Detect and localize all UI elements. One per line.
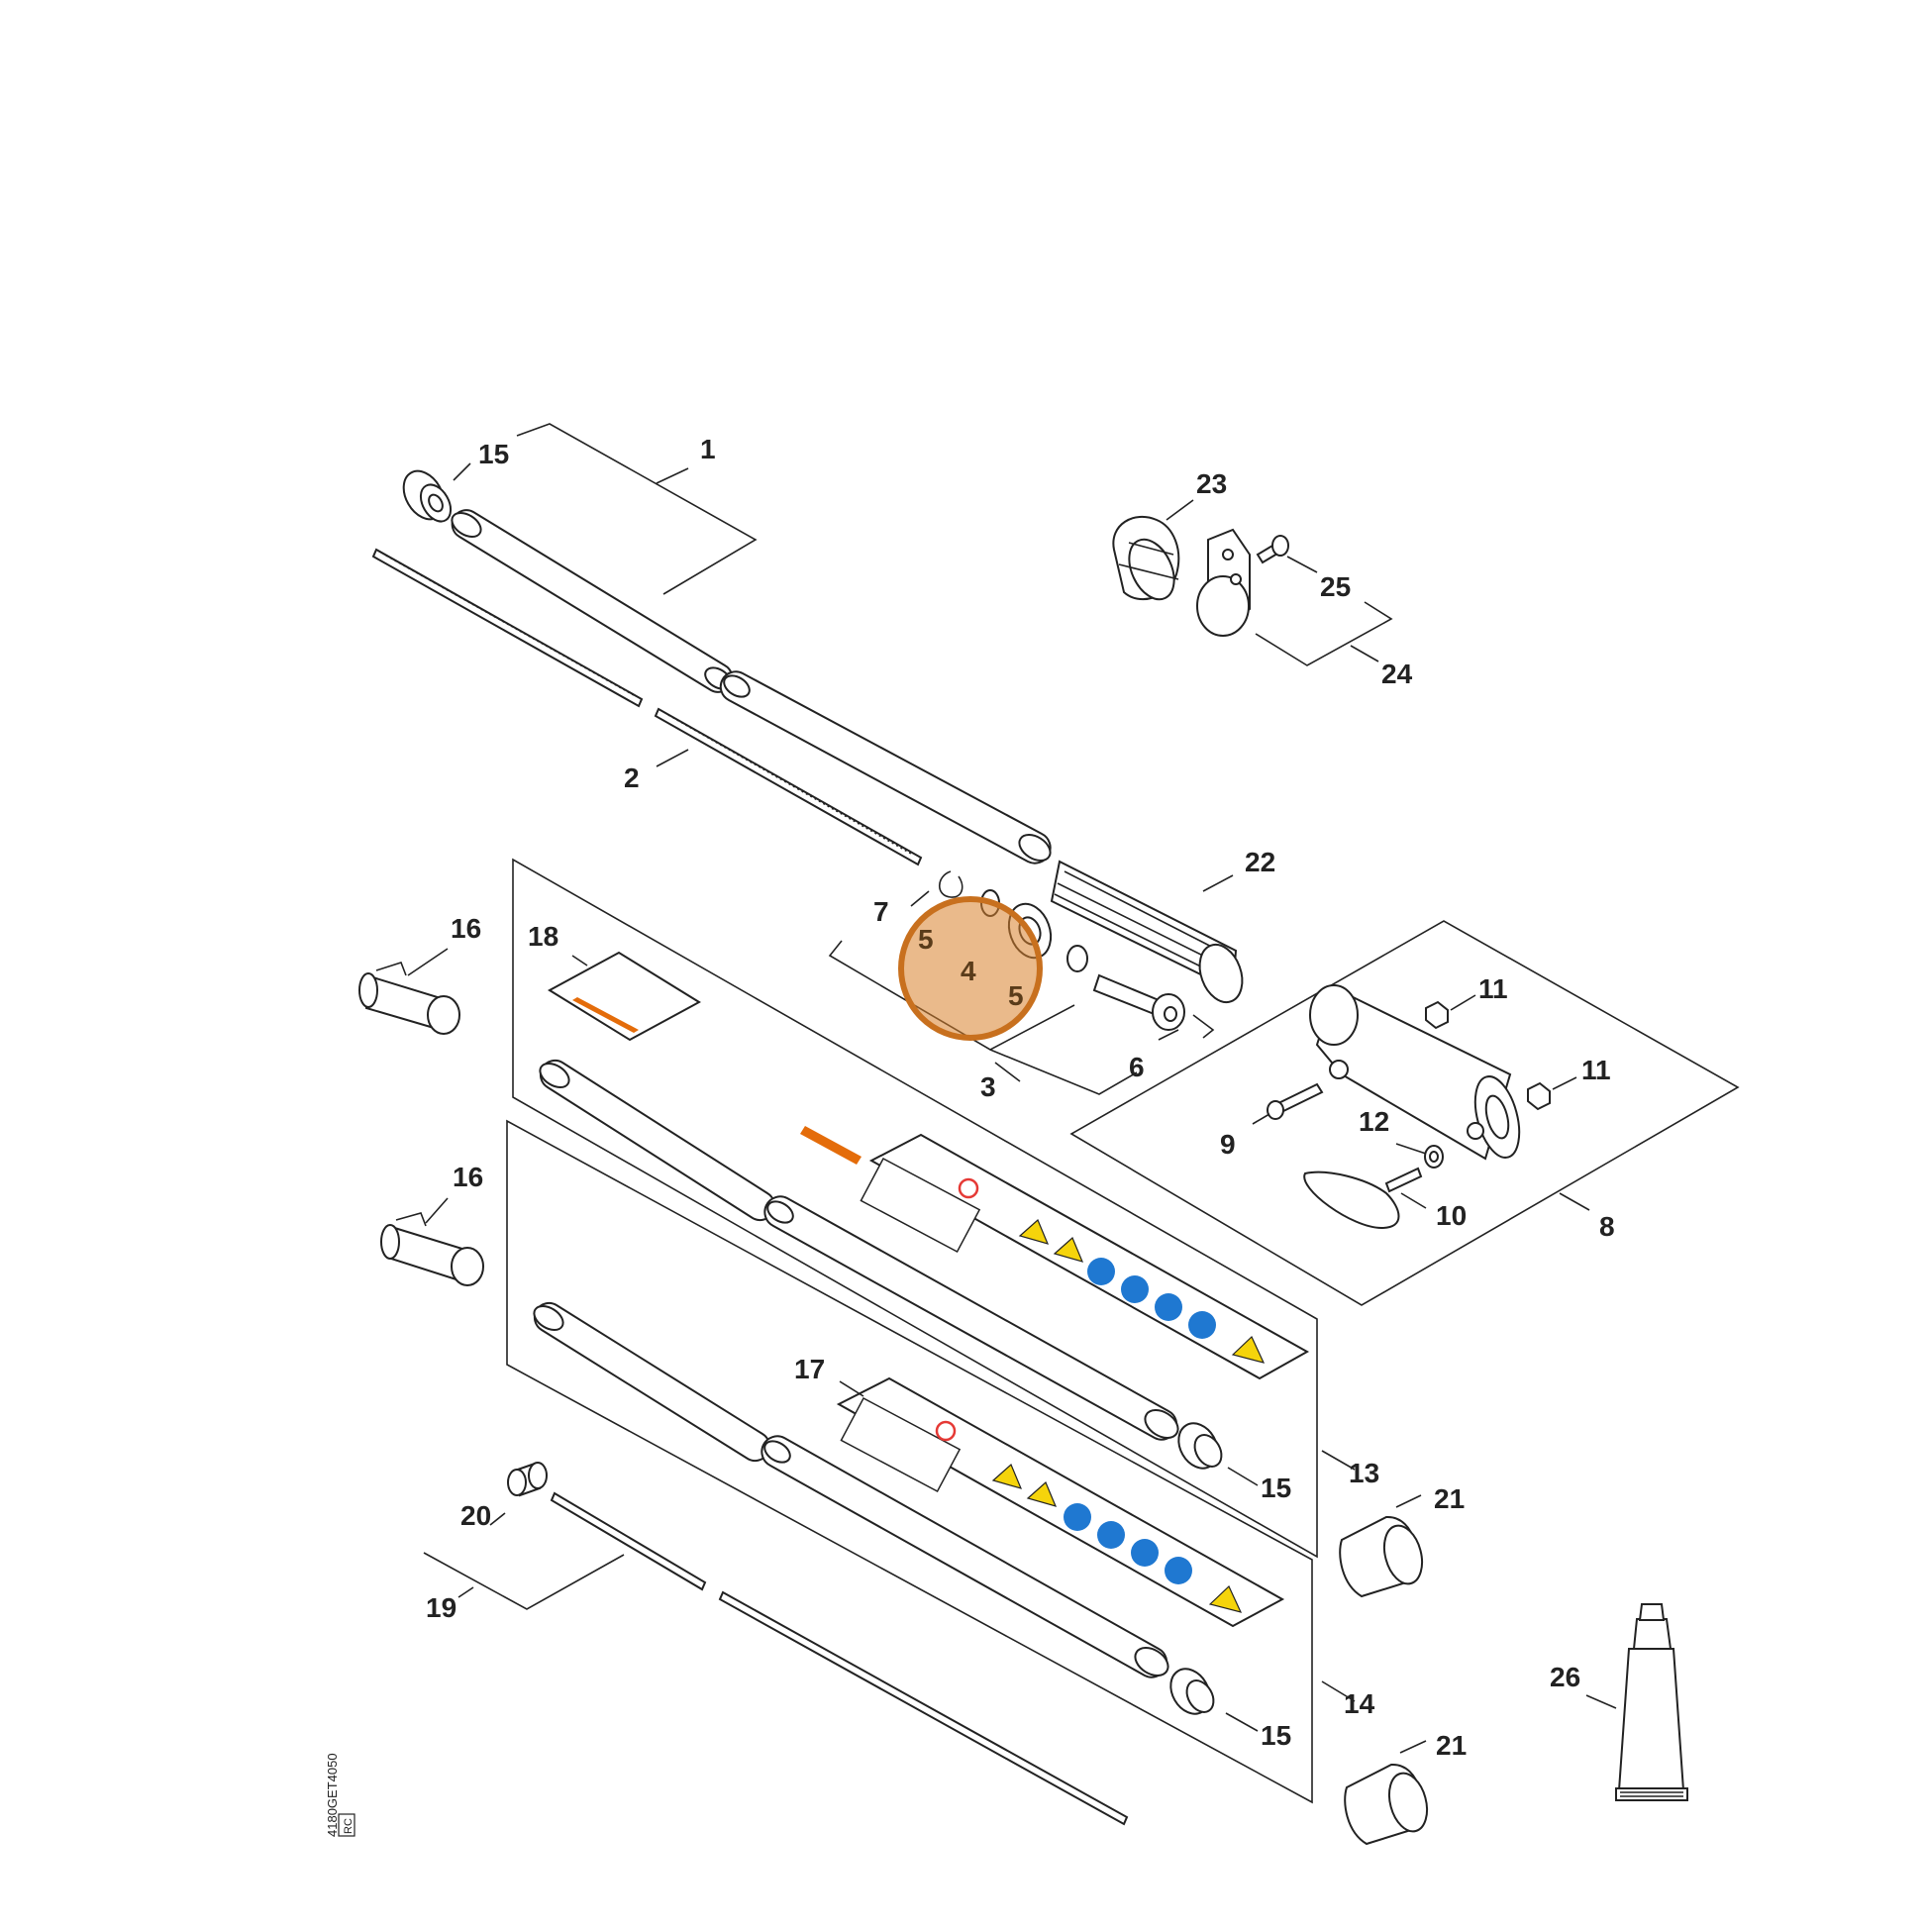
washer-part-12	[1424, 1145, 1444, 1169]
callout-8: 8	[1599, 1211, 1615, 1242]
tube-kit-frame-part-14	[506, 1119, 1313, 1804]
shaft-part-6	[1092, 973, 1215, 1039]
leader-lines-clamp	[1166, 499, 1393, 666]
callout-26: 26	[1550, 1662, 1580, 1692]
cap-part-16-top	[358, 962, 460, 1035]
label-part-18	[548, 951, 701, 1042]
callout-16a: 16	[451, 913, 481, 944]
nut-part-11	[1425, 1000, 1551, 1111]
callout-14: 14	[1344, 1688, 1375, 1719]
cap-part-16-bottom	[380, 1212, 484, 1286]
callout-21a: 21	[1434, 1483, 1465, 1514]
callout-20: 20	[460, 1500, 491, 1531]
screw-part-25	[1256, 535, 1289, 564]
grease-tube-part-26	[1615, 1603, 1688, 1801]
handle-part-8	[1309, 984, 1521, 1161]
handle-kit-frame-part-8	[1069, 920, 1740, 1306]
callout-17: 17	[794, 1354, 825, 1384]
callout-22: 22	[1245, 847, 1275, 877]
leader-lines-top	[453, 423, 758, 767]
cap-part-21-lower	[1344, 1763, 1429, 1846]
sleeve-part-20	[507, 1462, 548, 1497]
tube-kit-frame-part-13	[512, 858, 1318, 1559]
callout-5a: 5	[918, 924, 934, 955]
bushing-part-15-top	[402, 469, 453, 523]
callout-1: 1	[700, 434, 716, 464]
drive-shaft-part-19	[550, 1491, 1129, 1826]
callout-11b: 11	[1581, 1055, 1611, 1085]
callout-16b: 16	[453, 1162, 483, 1192]
callout-7: 7	[873, 896, 889, 927]
callout-21b: 21	[1436, 1730, 1467, 1761]
callout-5b: 5	[1008, 980, 1024, 1011]
callout-9: 9	[1220, 1129, 1236, 1160]
screw-part-9	[1267, 1082, 1324, 1120]
drawing-code-text: 4180GET4050	[325, 1753, 340, 1837]
drive-shaft-part-2	[371, 548, 923, 866]
drive-tube-part-13	[539, 1059, 1179, 1441]
clamp-part-24	[1196, 528, 1251, 637]
callout-25: 25	[1320, 571, 1351, 602]
callout-15b: 15	[1261, 1473, 1291, 1503]
callout-23: 23	[1196, 468, 1227, 499]
callout-10: 10	[1436, 1200, 1467, 1231]
callout-3: 3	[980, 1071, 996, 1102]
drawing-code: 4180GET4050 RC	[325, 1753, 355, 1837]
callout-15a: 15	[478, 439, 509, 469]
callout-labels: 1 2 3 4 5 5 6 7 8 9 10 11 11 12 13 14 15…	[426, 434, 1615, 1761]
anti-vibration-element-part-22	[1050, 860, 1244, 1004]
highlight-circle	[898, 896, 1043, 1041]
drive-tube-upper	[451, 509, 1052, 864]
warning-decal-part-17	[836, 1376, 1285, 1628]
callout-4: 4	[961, 956, 976, 986]
callout-11a: 11	[1478, 973, 1508, 1004]
warning-decal-13	[860, 1133, 1310, 1380]
callout-2: 2	[624, 763, 640, 793]
callout-13: 13	[1349, 1458, 1379, 1488]
callout-6: 6	[1129, 1052, 1145, 1082]
circlip-part-7	[938, 870, 964, 898]
callout-15c: 15	[1261, 1720, 1291, 1751]
wing-screw-part-10	[1303, 1167, 1423, 1230]
bushing-part-15-mid	[1177, 1422, 1223, 1470]
callout-24: 24	[1381, 659, 1413, 689]
callout-12: 12	[1359, 1106, 1389, 1137]
bushing-part-15-low	[1169, 1668, 1215, 1715]
drawing-code-tag: RC	[343, 1818, 355, 1834]
clamp-part-23	[1112, 515, 1180, 601]
cap-part-21-upper	[1339, 1515, 1424, 1598]
callout-18: 18	[528, 921, 558, 952]
leader-lines-lower	[407, 948, 1617, 1754]
callout-19: 19	[426, 1592, 456, 1623]
leader-lines-handle	[1252, 994, 1590, 1211]
drive-tube-part-14	[533, 1301, 1169, 1678]
